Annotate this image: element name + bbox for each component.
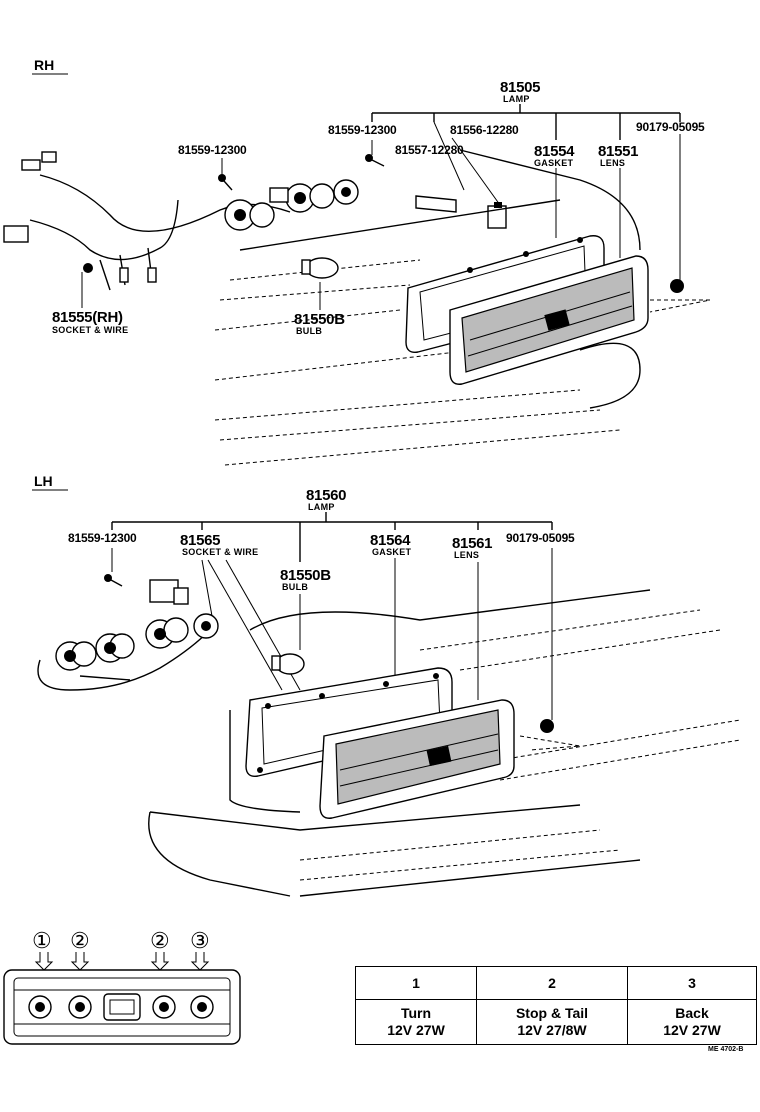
rh-lens-name: LENS: [600, 158, 625, 168]
bulb-table-cell-2: Stop & Tail 12V 27/8W: [476, 999, 628, 1045]
rh-screw-a-icon: [218, 174, 233, 191]
diagram-code: ME 4702-B: [708, 1046, 744, 1053]
lh-screw-icon: [104, 574, 123, 587]
rh-bracket-clip: [487, 202, 507, 229]
bulb-marker-2b: ②: [150, 928, 170, 953]
bulb-rating: 12V 27W: [387, 1022, 445, 1038]
rh-lens-number: 81551: [598, 143, 638, 160]
lh-screw-number: 81559-12300: [68, 531, 137, 545]
rh-lens-shape: [449, 255, 649, 385]
rh-screw-a-number: 81559-12300: [178, 143, 247, 157]
bulb-rating: 12V 27/8W: [517, 1022, 587, 1038]
rh-clip-plate: [415, 195, 457, 213]
lh-socket-number: 81565: [180, 532, 220, 549]
lh-lamp-number: 81560: [306, 487, 346, 504]
bulb-table-header-3: 3: [627, 966, 757, 1000]
bulb-table-header-1: 1: [355, 966, 477, 1000]
rh-socket-number: 81555(RH): [52, 309, 123, 326]
lh-nut-icon: [540, 719, 554, 733]
rh-bulb-icon: [301, 257, 339, 279]
rh-lamp-number: 81505: [500, 79, 540, 96]
lh-gasket-number: 81564: [370, 532, 411, 549]
rh-part-81557-number: 81557-12280: [395, 143, 464, 157]
bulb-position-arrows: [34, 952, 210, 971]
rh-gasket-number: 81554: [534, 143, 575, 160]
lh-gasket-shape: [245, 667, 453, 777]
rh-leader-lines: [81, 121, 681, 310]
rh-section-label: RH: [34, 57, 54, 73]
lh-bulb-number: 81550B: [280, 567, 331, 584]
bulb-function: Stop & Tail: [515, 1005, 589, 1021]
bulb-table-header-row: 1 2 3: [355, 966, 757, 1000]
rh-lamp-name: LAMP: [503, 94, 530, 104]
bulb-table-cell-1: Turn 12V 27W: [355, 999, 477, 1045]
lh-car-body: [148, 589, 741, 897]
rh-car-body: [214, 149, 711, 466]
rh-part-81556-number: 81556-12280: [450, 123, 519, 137]
bulb-table-cell-3: Back 12V 27W: [627, 999, 757, 1045]
bulb-function: Back: [675, 1005, 709, 1021]
lh-socket-wire-harness: [37, 579, 219, 691]
bulb-marker-1: ①: [32, 928, 52, 953]
rh-bulb-number: 81550B: [294, 311, 345, 328]
bulb-rating: 12V 27W: [663, 1022, 721, 1038]
lh-lens-number: 81561: [452, 535, 492, 552]
lh-socket-name: SOCKET & WIRE: [182, 547, 258, 557]
lh-bulb-name: BULB: [282, 582, 308, 592]
lh-lamp-leader-bracket: [111, 512, 553, 562]
lh-lens-shape: [319, 699, 515, 819]
lh-bulb-icon: [271, 653, 305, 675]
bulb-spec-table: 1 2 3 Turn 12V 27W Stop & Tail 12V 27/8W…: [355, 966, 757, 1045]
rh-socket-wire-harness: [3, 151, 359, 291]
rh-lamp-leader-bracket: [371, 104, 681, 140]
bulb-function: Turn: [400, 1005, 432, 1021]
lh-gasket-name: GASKET: [372, 547, 412, 557]
lh-nut-number: 90179-05095: [506, 531, 575, 545]
rh-nut-number: 90179-05095: [636, 120, 705, 134]
bulb-table-header-2: 2: [476, 966, 628, 1000]
rh-gasket-name: GASKET: [534, 158, 574, 168]
rh-socket-name: SOCKET & WIRE: [52, 325, 128, 335]
bulb-position-markers: ① ② ② ③: [32, 928, 210, 953]
rh-screw-icon: [365, 154, 385, 167]
rh-nut-icon: [670, 279, 684, 293]
rh-screw-b-number: 81559-12300: [328, 123, 397, 137]
bulb-table-row: Turn 12V 27W Stop & Tail 12V 27/8W Back …: [355, 999, 757, 1045]
lh-lamp-name: LAMP: [308, 502, 335, 512]
bulb-marker-3: ③: [190, 928, 210, 953]
rh-bulb-name: BULB: [296, 326, 322, 336]
lamp-rear-view: [3, 969, 241, 1045]
lh-lens-name: LENS: [454, 550, 479, 560]
bulb-marker-2a: ②: [70, 928, 90, 953]
lh-section-label: LH: [34, 473, 53, 489]
